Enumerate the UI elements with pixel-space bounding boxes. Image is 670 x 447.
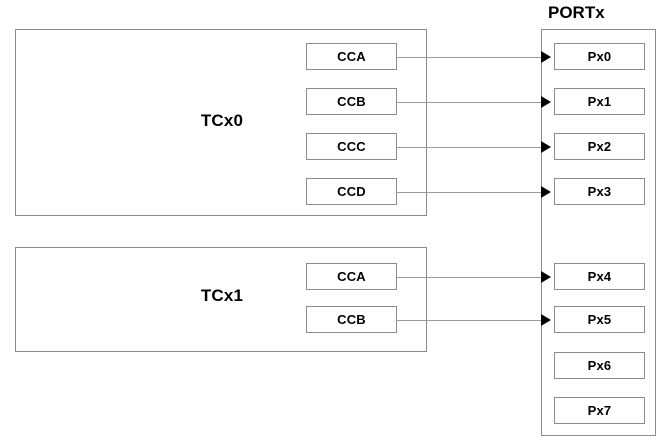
pin-px4[interactable]: Px4	[554, 263, 645, 290]
port-group-title: PORTx	[548, 3, 605, 22]
conn-ccd-px3	[397, 192, 544, 193]
channel-tcx1-ccb[interactable]: CCB	[306, 306, 397, 333]
pin-px0[interactable]: Px0	[554, 43, 645, 70]
module-label-tcx0: TCx0	[200, 111, 244, 130]
pin-px2[interactable]: Px2	[554, 133, 645, 160]
arrow-px4-icon	[541, 271, 551, 283]
pin-px3[interactable]: Px3	[554, 178, 645, 205]
arrow-px3-icon	[541, 186, 551, 198]
pin-px7[interactable]: Px7	[554, 397, 645, 424]
conn-ccb-px1	[397, 102, 544, 103]
conn-cca1-px4	[397, 277, 544, 278]
conn-ccc-px2	[397, 147, 544, 148]
pin-px5[interactable]: Px5	[554, 306, 645, 333]
channel-tcx0-ccd[interactable]: CCD	[306, 178, 397, 205]
arrow-px0-icon	[541, 51, 551, 63]
conn-ccb1-px5	[397, 320, 544, 321]
conn-cca-px0	[397, 57, 544, 58]
arrow-px1-icon	[541, 96, 551, 108]
module-label-tcx1: TCx1	[200, 286, 244, 305]
arrow-px5-icon	[541, 314, 551, 326]
channel-tcx0-cca[interactable]: CCA	[306, 43, 397, 70]
arrow-px2-icon	[541, 141, 551, 153]
channel-tcx0-ccc[interactable]: CCC	[306, 133, 397, 160]
pin-px6[interactable]: Px6	[554, 352, 645, 379]
channel-tcx0-ccb[interactable]: CCB	[306, 88, 397, 115]
pin-px1[interactable]: Px1	[554, 88, 645, 115]
channel-tcx1-cca[interactable]: CCA	[306, 263, 397, 290]
